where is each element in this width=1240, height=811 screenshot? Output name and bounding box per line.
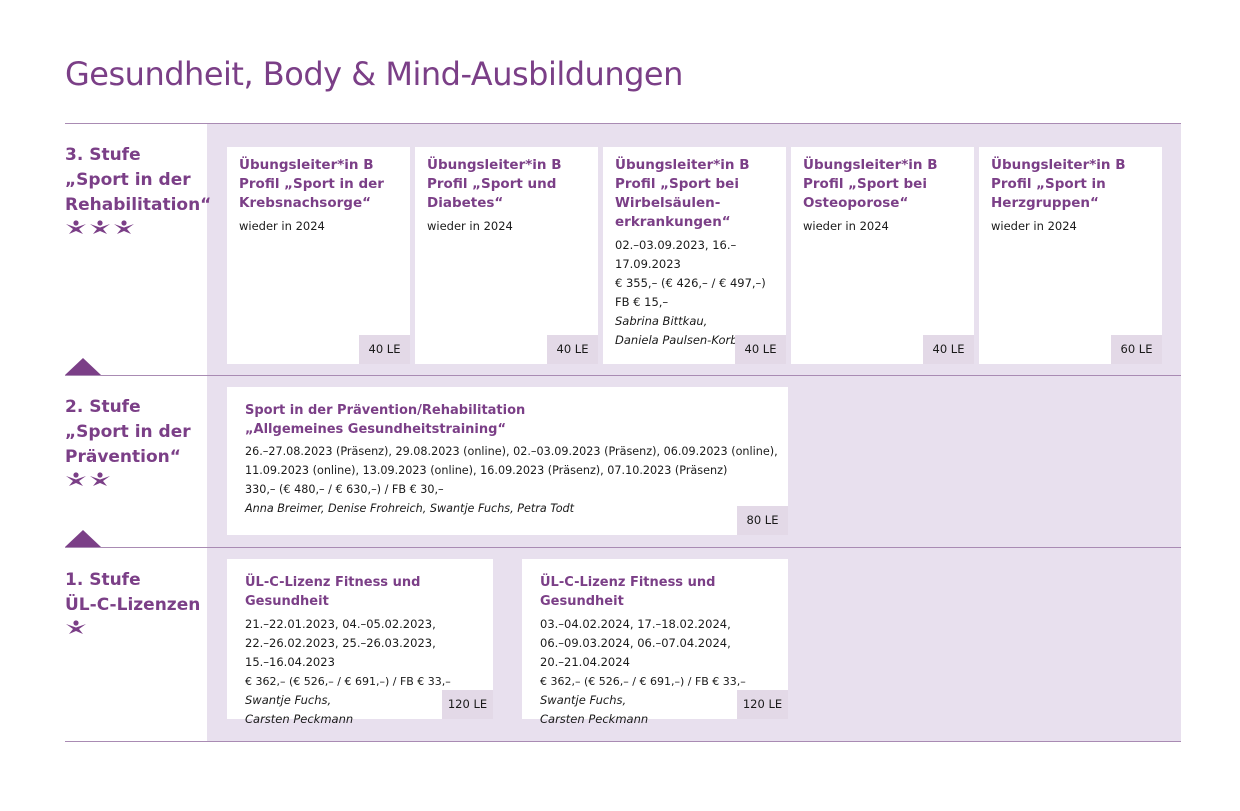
level-1-name: ÜL-C-Lizenzen [65, 595, 201, 615]
le-badge: 40 LE [359, 335, 410, 364]
course-card[interactable]: Übungsleiter*in B Profil „Sport in der K… [227, 147, 410, 364]
course-price: € 355,– (€ 426,– / € 497,–) [615, 276, 766, 290]
course-dates: 20.–21.04.2024 [540, 655, 630, 669]
course-price: 330,– (€ 480,– / € 630,–) / FB € 30,– [245, 483, 444, 496]
level-2-figures [65, 472, 191, 486]
level-1-label: 1. Stufe ÜL-C-Lizenzen [65, 568, 200, 634]
le-badge: 40 LE [547, 335, 598, 364]
course-info: wieder in 2024 [991, 219, 1077, 233]
person-figure-icon [66, 620, 86, 634]
course-info: wieder in 2024 [239, 219, 325, 233]
level-1-number: 1. Stufe [65, 570, 141, 590]
course-card[interactable]: Übungsleiter*in B Profil „Sport bei Wirb… [603, 147, 786, 364]
page-title: Gesundheit, Body & Mind-Ausbildungen [65, 55, 683, 93]
course-card[interactable]: ÜL-C-Lizenz Fitness und Gesundheit 03.–0… [522, 559, 788, 726]
divider-bottom [65, 741, 1181, 742]
course-card[interactable]: Übungsleiter*in B Profil „Sport bei Oste… [791, 147, 974, 364]
course-dates: 26.–27.08.2023 (Präsenz), 29.08.2023 (on… [245, 445, 778, 458]
le-badge: 80 LE [737, 506, 788, 535]
course-trainer: Swantje Fuchs, [245, 693, 332, 707]
course-title: Übungsleiter*in B Profil „Sport in Herzg… [991, 157, 1126, 211]
level-3-figures [65, 220, 211, 234]
course-fee: FB € 15,– [615, 295, 669, 309]
course-title: ÜL-C-Lizenz Fitness und Gesundheit [245, 575, 421, 609]
level-3-name-line2: Rehabilitation“ [65, 195, 212, 215]
course-card[interactable]: Übungsleiter*in B Profil „Sport und Diab… [415, 147, 598, 364]
course-title: Sport in der Prävention/Rehabilitation [245, 403, 526, 418]
level-2-name-line1: „Sport in der [65, 422, 191, 442]
le-badge: 120 LE [442, 690, 493, 719]
course-trainer: Daniela Paulsen-Korb [615, 333, 738, 347]
divider-level-3-2 [65, 375, 1181, 376]
level-3-name-line1: „Sport in der [65, 170, 191, 190]
course-trainer: Carsten Peckmann [540, 712, 649, 726]
course-title: Übungsleiter*in B Profil „Sport bei Wirb… [615, 157, 750, 230]
course-title: Übungsleiter*in B Profil „Sport in der K… [239, 157, 384, 211]
level-2-label: 2. Stufe „Sport in der Prävention“ [65, 395, 191, 486]
course-dates: 06.–09.03.2024, 06.–07.04.2024, [540, 636, 731, 650]
course-info: wieder in 2024 [427, 219, 513, 233]
course-title: Übungsleiter*in B Profil „Sport und Diab… [427, 157, 562, 211]
course-price: € 362,– (€ 526,– / € 691,–) / FB € 33,– [540, 675, 746, 688]
person-figure-icon [90, 220, 110, 234]
person-figure-icon [114, 220, 134, 234]
course-dates: 22.–26.02.2023, 25.–26.03.2023, [245, 636, 436, 650]
course-card[interactable]: ÜL-C-Lizenz Fitness und Gesundheit 21.–2… [227, 559, 493, 726]
le-badge: 60 LE [1111, 335, 1162, 364]
level-arrow-icon [65, 530, 101, 547]
course-card[interactable]: Übungsleiter*in B Profil „Sport in Herzg… [979, 147, 1162, 364]
course-trainer: Carsten Peckmann [245, 712, 354, 726]
course-dates: 11.09.2023 (online), 13.09.2023 (online)… [245, 464, 728, 477]
course-dates: 21.–22.01.2023, 04.–05.02.2023, [245, 617, 436, 631]
divider-level-2-1 [65, 547, 1181, 548]
person-figure-icon [66, 220, 86, 234]
course-trainer: Sabrina Bittkau, [615, 314, 708, 328]
course-dates: 03.–04.02.2024, 17.–18.02.2024, [540, 617, 731, 631]
course-trainer: Swantje Fuchs, [540, 693, 627, 707]
level-1-figures [65, 620, 200, 634]
course-card[interactable]: Sport in der Prävention/Rehabilitation „… [227, 387, 788, 535]
level-2-name-line2: Prävention“ [65, 447, 181, 467]
divider-top [65, 123, 1181, 124]
le-badge: 40 LE [735, 335, 786, 364]
level-arrow-icon [65, 358, 101, 375]
course-price: € 362,– (€ 526,– / € 691,–) / FB € 33,– [245, 675, 451, 688]
course-title: Übungsleiter*in B Profil „Sport bei Oste… [803, 157, 938, 211]
course-subtitle: „Allgemeines Gesundheitstraining“ [245, 422, 506, 437]
course-title: ÜL-C-Lizenz Fitness und Gesundheit [540, 575, 716, 609]
course-trainers: Anna Breimer, Denise Frohreich, Swantje … [245, 502, 575, 515]
person-figure-icon [66, 472, 86, 486]
level-3-number: 3. Stufe [65, 145, 141, 165]
person-figure-icon [90, 472, 110, 486]
le-badge: 40 LE [923, 335, 974, 364]
course-info: wieder in 2024 [803, 219, 889, 233]
course-dates: 15.–16.04.2023 [245, 655, 335, 669]
level-2-number: 2. Stufe [65, 397, 141, 417]
le-badge: 120 LE [737, 690, 788, 719]
level-3-label: 3. Stufe „Sport in der Rehabilitation“ [65, 143, 211, 234]
course-dates: 02.–03.09.2023, 16.–17.09.2023 [615, 238, 737, 271]
